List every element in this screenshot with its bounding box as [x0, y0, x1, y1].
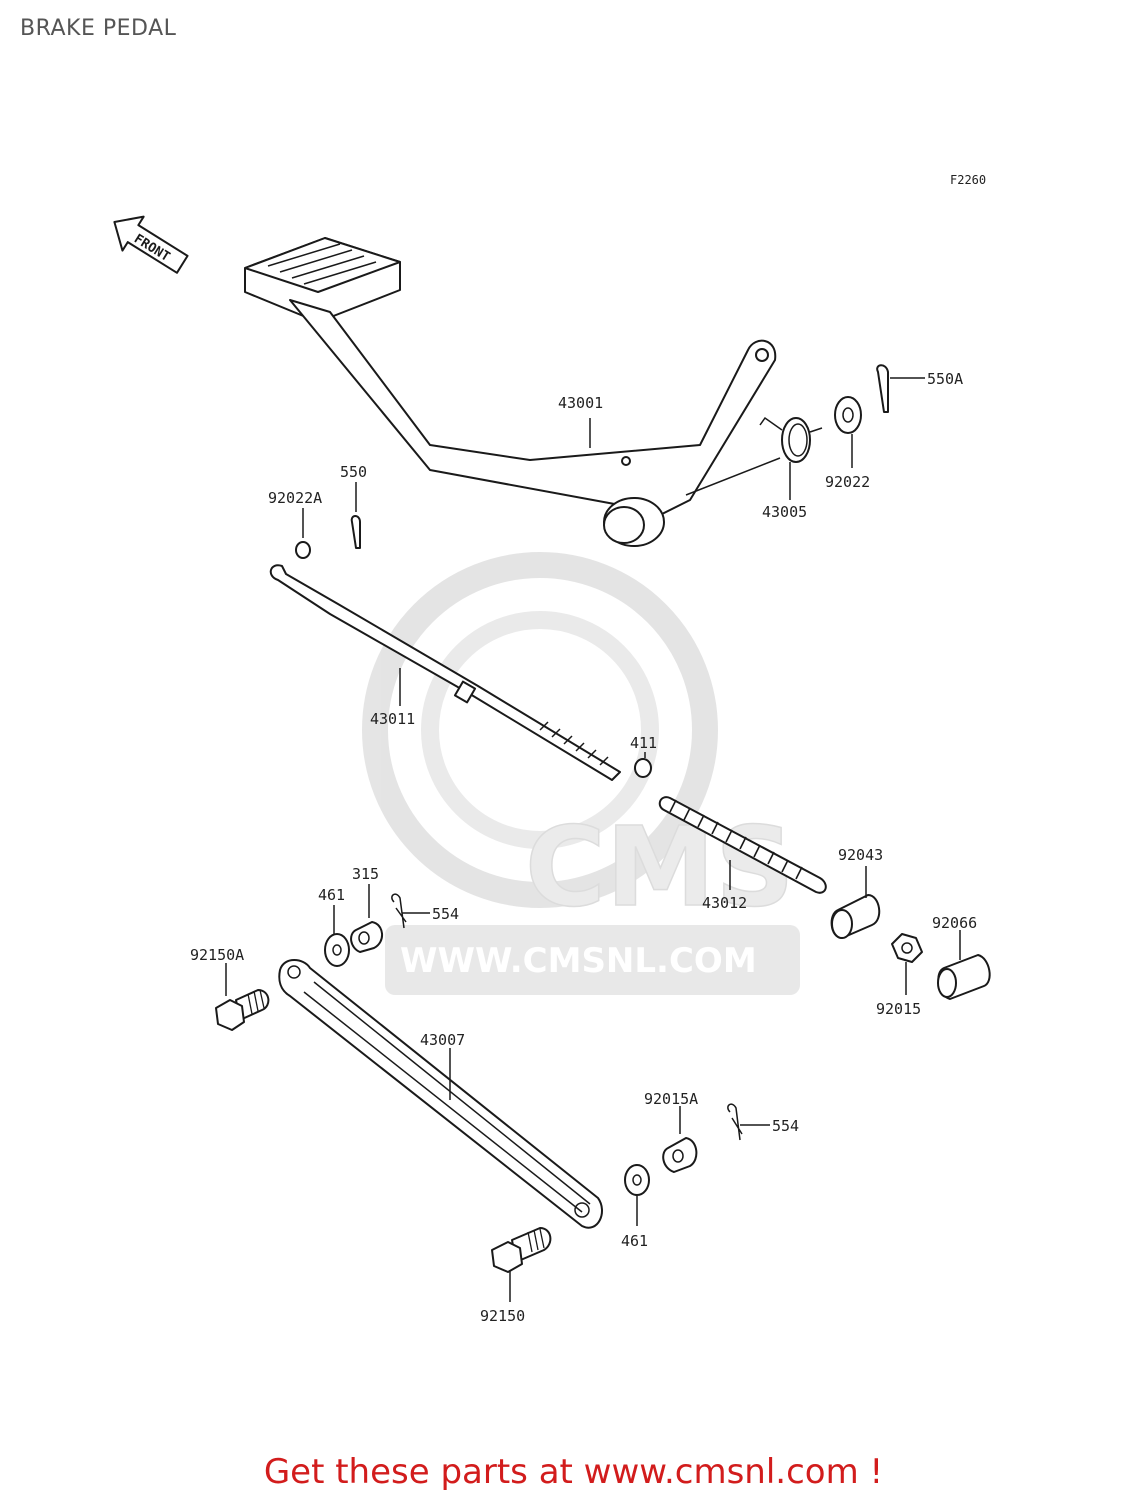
bolt-92150a-part — [215, 989, 270, 1031]
label-92066: 92066 — [932, 914, 977, 932]
label-92015: 92015 — [876, 1000, 921, 1018]
washer-92022-part — [834, 396, 862, 434]
link-43007-part — [278, 959, 603, 1229]
washer-461-upper-part — [324, 933, 350, 967]
spring-43012-part — [658, 796, 827, 894]
washer-461-lower-part — [624, 1164, 650, 1196]
watermark-logo-text: CMS — [525, 803, 794, 931]
brake-rod-part — [269, 564, 621, 781]
label-315: 315 — [352, 865, 379, 883]
label-461-lower: 461 — [621, 1232, 648, 1250]
label-43005: 43005 — [762, 503, 807, 521]
footer-promo-text: Get these parts at www.cmsnl.com ! — [263, 1452, 884, 1492]
label-92015a: 92015A — [644, 1090, 698, 1108]
label-43007: 43007 — [420, 1031, 465, 1049]
label-92022: 92022 — [825, 473, 870, 491]
label-554-lower: 554 — [772, 1117, 799, 1135]
return-spring-part — [759, 416, 823, 463]
cap-92066-part — [937, 954, 991, 1000]
front-arrow-icon: FRONT — [113, 215, 189, 274]
nut-315-part — [350, 921, 383, 953]
label-92043: 92043 — [838, 846, 883, 864]
washer-411-part — [634, 758, 652, 778]
brake-pedal-part — [244, 237, 777, 547]
washer-92022a-part — [295, 541, 311, 559]
parts-diagram: CMS WWW.CMSNL.COM F2260 FRONT 43001 4300… — [113, 173, 991, 1325]
label-411: 411 — [630, 734, 657, 752]
watermark-url: WWW.CMSNL.COM — [400, 941, 757, 981]
label-43012: 43012 — [702, 894, 747, 912]
nut-92015-part — [891, 933, 923, 963]
watermark-logo: CMS WWW.CMSNL.COM — [362, 552, 800, 995]
label-43001: 43001 — [558, 394, 603, 412]
label-550a: 550A — [927, 370, 963, 388]
label-92150a: 92150A — [190, 946, 244, 964]
clip-554-lower-part — [727, 1103, 743, 1141]
label-92022a: 92022A — [268, 489, 322, 507]
label-554-upper: 554 — [432, 905, 459, 923]
bolt-92150-part — [491, 1227, 552, 1273]
clip-554-upper-part — [391, 893, 407, 929]
page-title: BRAKE PEDAL — [20, 16, 177, 41]
nut-92015a-part — [662, 1137, 698, 1173]
cotter-pin-550a-part — [876, 364, 889, 413]
label-550: 550 — [340, 463, 367, 481]
label-92150: 92150 — [480, 1307, 525, 1325]
joint-92043-part — [830, 894, 881, 939]
label-461-upper: 461 — [318, 886, 345, 904]
label-43011: 43011 — [370, 710, 415, 728]
cotter-pin-550-part — [350, 515, 361, 549]
diagram-ref: F2260 — [950, 173, 986, 187]
